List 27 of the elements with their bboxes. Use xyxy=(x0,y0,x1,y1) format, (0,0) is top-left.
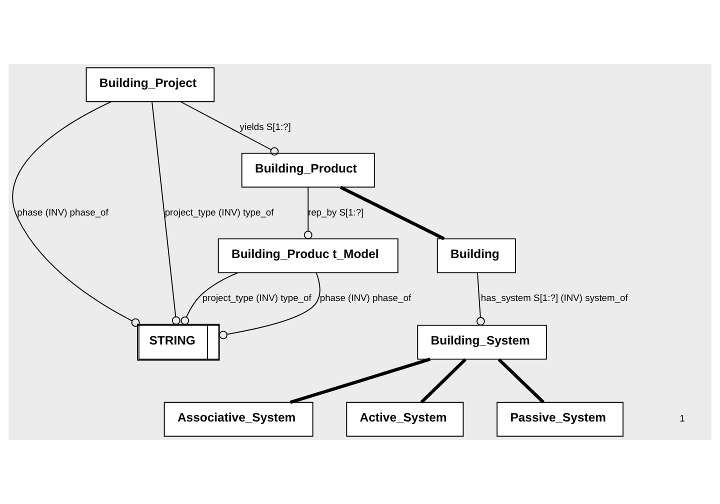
connector xyxy=(219,272,320,340)
node-box: Passive_System xyxy=(496,402,624,437)
edge-label: phase (INV) phase_of xyxy=(320,292,412,303)
edge-label: rep_by S[1:?] xyxy=(308,206,364,218)
label: 1 xyxy=(680,412,685,424)
edge-label: project_type (INV) type_of xyxy=(202,292,312,303)
connector xyxy=(180,101,279,156)
edge-label: has_system S[1:?] (INV) system_of xyxy=(480,292,628,303)
edge-label: project_type (INV) type_of xyxy=(164,206,274,218)
connector xyxy=(12,101,140,327)
connector xyxy=(420,358,466,404)
connector xyxy=(290,358,431,404)
edge-label: phase (INV) phase_of xyxy=(17,206,108,218)
node-box: Building_Project xyxy=(86,67,215,102)
connector xyxy=(180,272,238,325)
node-box: Building_Product xyxy=(241,152,375,188)
connector xyxy=(498,358,545,404)
connector xyxy=(152,101,180,325)
node-box: Building xyxy=(436,238,516,274)
edge-label: yields S[1:?] xyxy=(240,120,291,132)
node-box: Building_System xyxy=(417,324,547,360)
connector xyxy=(304,186,312,240)
node-box: Building_Produc t_Model xyxy=(218,238,398,274)
node-box: Associative_System xyxy=(164,402,314,437)
connector xyxy=(476,272,485,326)
connector xyxy=(340,186,445,240)
node-box: Active_System xyxy=(346,402,464,437)
